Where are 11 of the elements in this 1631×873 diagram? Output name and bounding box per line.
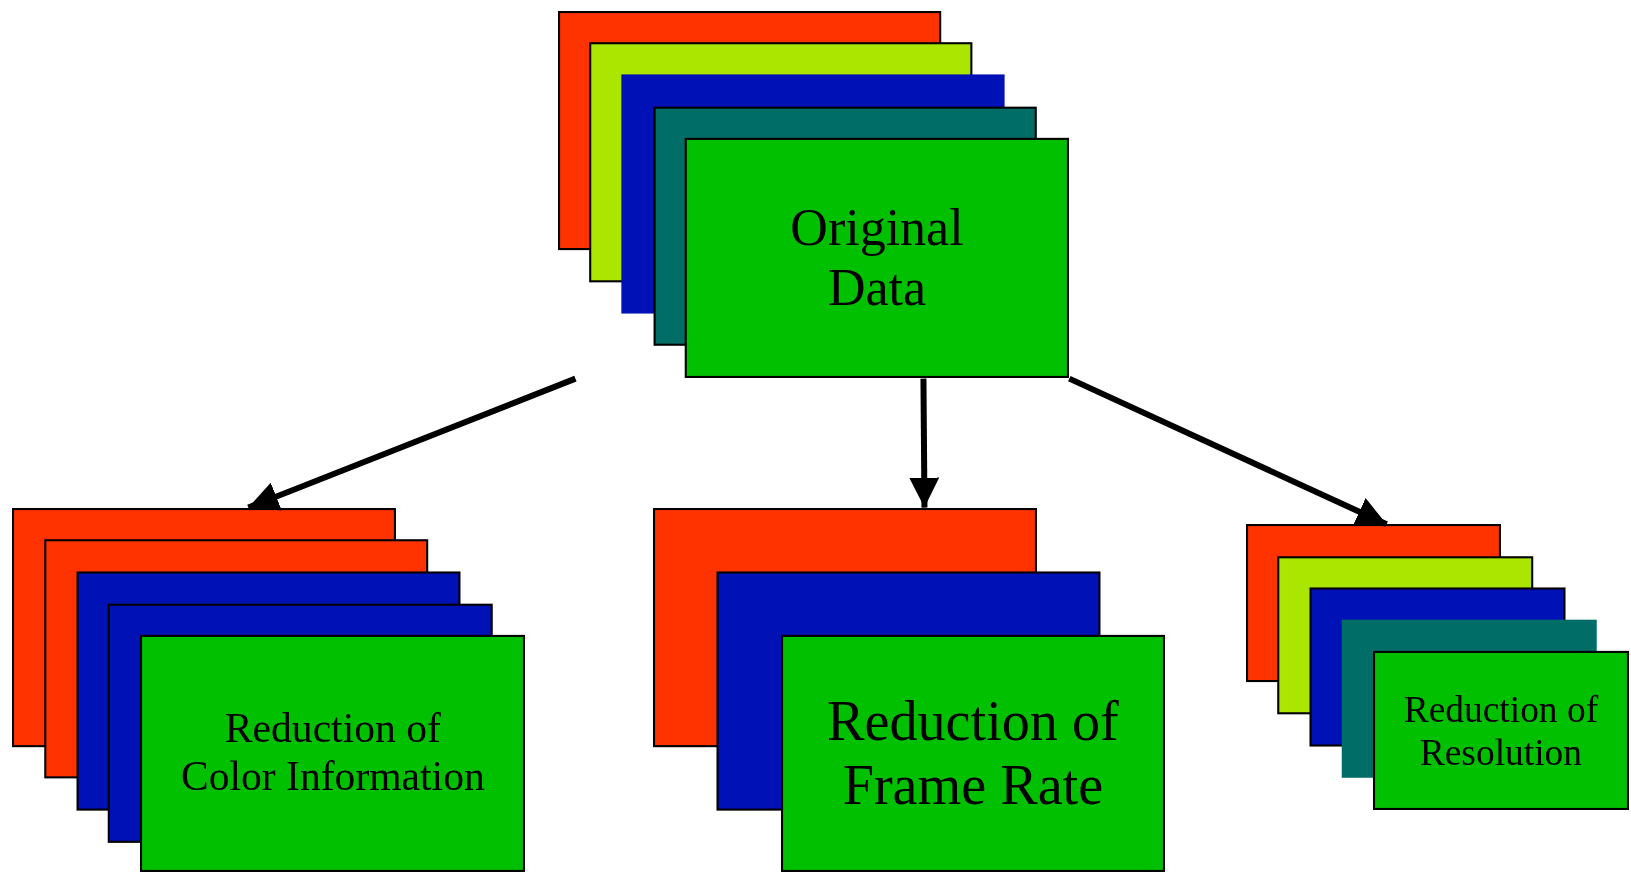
card-stack	[1246, 524, 1629, 811]
arrow	[1068, 375, 1388, 527]
card-stack	[653, 507, 1165, 872]
card-stack	[557, 11, 1070, 379]
node-label: Reduction of Resolution	[1402, 687, 1600, 774]
arrow	[909, 378, 940, 508]
arrow	[247, 375, 577, 511]
node-label: Reduction of Color Information	[179, 705, 486, 801]
node-label: Original Data	[789, 198, 965, 319]
node-label: Reduction of Frame Rate	[826, 688, 1120, 818]
card-stack	[12, 507, 526, 872]
